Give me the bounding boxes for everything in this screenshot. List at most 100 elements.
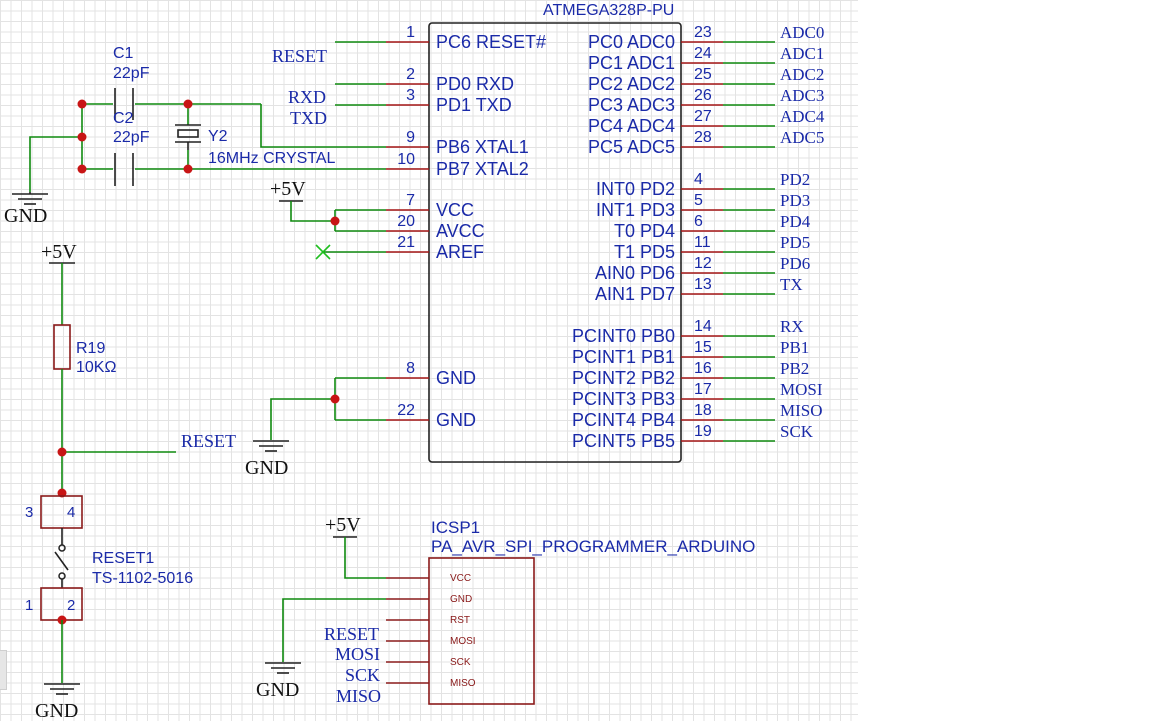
mcu-pin-number: 4: [694, 171, 703, 188]
capacitor-c1[interactable]: [114, 88, 134, 120]
mcu-pin-name: PD1 TXD: [436, 95, 512, 115]
mcu-pin-name: PCINT2 PB2: [572, 368, 675, 388]
icsp-value: PA_AVR_SPI_PROGRAMMER_ARDUINO: [431, 537, 755, 556]
icsp-pin-name: SCK: [450, 657, 471, 668]
mcu-pin-number: 14: [694, 318, 712, 335]
net-label: ADC3: [780, 86, 824, 105]
mcu-pin-name: INT1 PD3: [596, 200, 675, 220]
net-label: SCK: [780, 422, 814, 441]
icsp-net-mosi: MOSI: [335, 644, 380, 664]
net-label: ADC4: [780, 107, 825, 126]
gnd-symbol-reset: [44, 683, 80, 695]
mcu-pin-name: PD0 RXD: [436, 74, 514, 94]
mcu-pin-name: AIN1 PD7: [595, 284, 675, 304]
mcu-pin-number: 20: [397, 213, 415, 230]
net-label-txd: TXD: [290, 108, 327, 128]
mcu-pin-number: 18: [694, 402, 712, 419]
icsp-body[interactable]: [428, 557, 535, 705]
net-label: ADC2: [780, 65, 824, 84]
mcu-pin-name: PC6 RESET#: [436, 32, 546, 52]
mcu-pin-name: AREF: [436, 242, 484, 262]
net-label: TX: [780, 275, 803, 294]
resistor-r19[interactable]: [53, 324, 71, 370]
vcc-label-mcu: +5V: [270, 178, 306, 200]
mcu-pin-number: 5: [694, 192, 703, 209]
c1-ref: C1: [113, 45, 134, 62]
mcu-pin-name: PB6 XTAL1: [436, 137, 529, 157]
mcu-pin-number: 15: [694, 339, 712, 356]
gnd-symbol-icsp: [265, 662, 301, 674]
schematic-drawing: ATMEGA328P-PU 1 PC6 RESET# 2 PD0 RXD 3 PD1 TX…: [4, 2, 825, 721]
crystal-y2[interactable]: [175, 124, 201, 150]
icsp-header: ICSP1 PA_AVR_SPI_PROGRAMMER_ARDUINO VCCG…: [256, 514, 755, 706]
icsp-pin-name: MISO: [450, 678, 476, 689]
mcu-pin-name: PCINT4 PB4: [572, 410, 675, 430]
net-label-reset-circuit: RESET: [181, 431, 236, 451]
mcu-pin-number: 13: [694, 276, 712, 293]
c2-value: 22pF: [113, 129, 150, 146]
mcu-pin-number: 16: [694, 360, 712, 377]
mcu-right-net-labels: ADC0ADC1ADC2ADC3ADC4ADC5PD2PD3PD4PD5PD6T…: [723, 23, 825, 442]
gnd-label-osc: GND: [4, 205, 47, 227]
mcu-pin-number: 21: [397, 234, 415, 251]
net-label: ADC1: [780, 44, 824, 63]
blank-side-panel: [858, 0, 1152, 721]
mcu-pin-number: 6: [694, 213, 703, 230]
wire-icsp-gnd: [282, 598, 386, 662]
gnd-symbol-mcu: [253, 440, 289, 452]
collapsed-panel-tab[interactable]: [0, 650, 7, 690]
icsp-pin-name: GND: [450, 594, 472, 605]
icsp-net-sck: SCK: [345, 665, 380, 685]
mcu-pin-number: 1: [406, 24, 415, 41]
net-label: RX: [780, 317, 804, 336]
mcu-pin-number: 28: [694, 129, 712, 146]
mcu-pin-number: 3: [406, 87, 415, 104]
mcu-atmega328p[interactable]: ATMEGA328P-PU 1 PC6 RESET# 2 PD0 RXD 3 PD1 TX…: [386, 2, 723, 463]
reset-switch[interactable]: [40, 495, 83, 621]
mcu-pin-name: PC3 ADC3: [588, 95, 675, 115]
net-label-reset-mcu: RESET: [272, 46, 327, 66]
y2-ref: Y2: [208, 128, 228, 145]
gnd-label-icsp: GND: [256, 679, 299, 701]
mcu-pin-name: T0 PD4: [614, 221, 675, 241]
wire-icsp-vcc: [344, 537, 386, 579]
mcu-pin-number: 11: [694, 234, 711, 251]
switch-value: TS-1102-5016: [92, 570, 193, 587]
mcu-name: ATMEGA328P-PU: [543, 2, 674, 19]
icsp-pin-name: VCC: [450, 573, 471, 584]
mcu-pin-number: 22: [397, 402, 415, 419]
no-connect-icon: [315, 244, 331, 260]
net-label: PD6: [780, 254, 810, 273]
net-label-rxd: RXD: [288, 87, 326, 107]
mcu-pin-number: 26: [694, 87, 712, 104]
icsp-net-miso: MISO: [336, 686, 381, 706]
mcu-pin-name: VCC: [436, 200, 474, 220]
y2-value: 16MHz CRYSTAL: [208, 150, 336, 167]
mcu-pin-name: T1 PD5: [614, 242, 675, 262]
mcu-pin-name: PC2 ADC2: [588, 74, 675, 94]
mcu-pin-number: 24: [694, 45, 712, 62]
mcu-pin-name: GND: [436, 410, 476, 430]
switch-ref: RESET1: [92, 550, 154, 567]
mcu-pin-name: PCINT3 PB3: [572, 389, 675, 409]
mcu-body[interactable]: [428, 22, 682, 463]
mcu-pin-name: PC4 ADC4: [588, 116, 675, 136]
mcu-pin-number: 2: [406, 66, 415, 83]
mcu-pin-name: PCINT5 PB5: [572, 431, 675, 451]
mcu-pin-number: 27: [694, 108, 712, 125]
mcu-pin-name: AIN0 PD6: [595, 263, 675, 283]
mcu-pin-number: 17: [694, 381, 712, 398]
net-label: PD5: [780, 233, 810, 252]
vcc-label-icsp: +5V: [325, 514, 361, 536]
c1-value: 22pF: [113, 65, 150, 82]
icsp-pin-name: RST: [450, 615, 470, 626]
mcu-pin-name: PC0 ADC0: [588, 32, 675, 52]
capacitor-c2[interactable]: [114, 153, 134, 186]
oscillator-circuit: C1 22pF C2 22pF Y2 16MHz CRYSTAL: [4, 45, 386, 227]
mcu-pin-name: AVCC: [436, 221, 485, 241]
mcu-pin-number: 8: [406, 360, 415, 377]
net-label: PB2: [780, 359, 809, 378]
mcu-pin-name: PC1 ADC1: [588, 53, 675, 73]
